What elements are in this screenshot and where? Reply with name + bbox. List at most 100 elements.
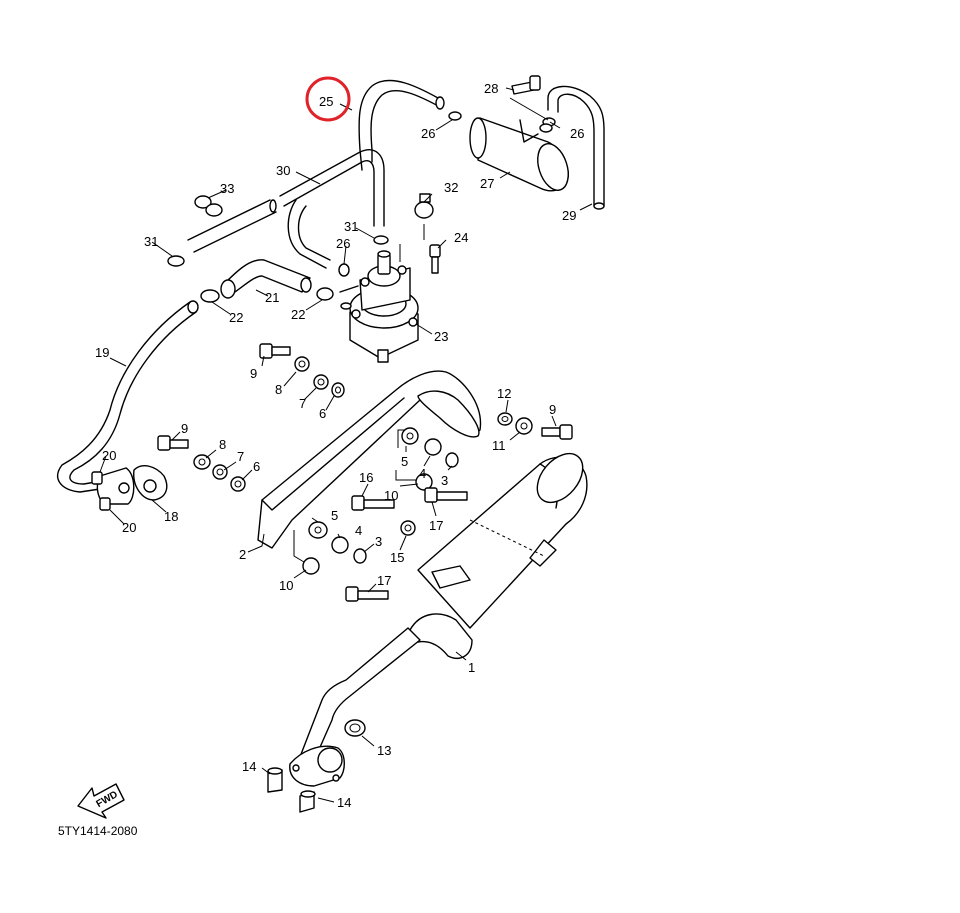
bolt-24 bbox=[429, 244, 441, 274]
callout-8-left: 8 bbox=[219, 437, 226, 452]
bolt-9-top bbox=[259, 343, 291, 359]
muffler-1 bbox=[289, 452, 588, 787]
callout-10-lower: 10 bbox=[279, 578, 293, 593]
clamp-31-valve bbox=[373, 235, 389, 245]
leader-lines bbox=[99, 87, 593, 803]
callout-33: 33 bbox=[220, 181, 234, 196]
callout-6-left: 6 bbox=[253, 459, 260, 474]
callout-9-top: 9 bbox=[250, 366, 257, 381]
collar-7-top bbox=[313, 374, 329, 390]
callout-18: 18 bbox=[164, 509, 178, 524]
callout-22-left: 22 bbox=[229, 310, 243, 325]
callout-9-right: 9 bbox=[549, 402, 556, 417]
damper-5-lower bbox=[308, 521, 328, 539]
callout-9-left: 9 bbox=[181, 421, 188, 436]
callout-16: 16 bbox=[359, 470, 373, 485]
clamp-32 bbox=[414, 193, 434, 219]
nut-10-lower bbox=[302, 557, 320, 575]
nut-14-left bbox=[267, 767, 283, 793]
washer-3-lower bbox=[353, 548, 367, 564]
nut-10-upper bbox=[415, 473, 433, 491]
bolt-17-upper bbox=[424, 487, 468, 503]
collar-7-left bbox=[212, 464, 228, 480]
damper-5-upper bbox=[401, 427, 419, 445]
clamp-22-left bbox=[200, 289, 220, 303]
hose-33 bbox=[187, 199, 277, 253]
gasket-13 bbox=[344, 719, 366, 737]
callout-4-lower: 4 bbox=[355, 523, 362, 538]
bolt-28 bbox=[511, 75, 541, 95]
callout-labels: 25 28 26 26 27 29 30 33 32 31 31 24 26 2… bbox=[95, 81, 584, 810]
collar-6-left bbox=[230, 476, 246, 492]
hose-30 bbox=[279, 149, 385, 269]
callout-15: 15 bbox=[390, 550, 404, 565]
collar-4-lower bbox=[331, 536, 349, 554]
callout-3-upper: 3 bbox=[441, 473, 448, 488]
highlight-ring bbox=[305, 76, 351, 122]
callout-27: 27 bbox=[480, 176, 494, 191]
callout-22-right: 22 bbox=[291, 307, 305, 322]
callout-14-right: 14 bbox=[337, 795, 351, 810]
mount-axis-line bbox=[469, 519, 545, 557]
callout-3-lower: 3 bbox=[375, 534, 382, 549]
clamp-31-left bbox=[167, 255, 185, 267]
fwd-arrow-icon: FWD bbox=[77, 783, 125, 819]
callout-21: 21 bbox=[265, 290, 279, 305]
callout-13: 13 bbox=[377, 743, 391, 758]
callout-6-top: 6 bbox=[319, 406, 326, 421]
callout-8-top: 8 bbox=[275, 382, 282, 397]
hose-29 bbox=[547, 85, 605, 210]
callout-20-upper: 20 bbox=[102, 448, 116, 463]
bolt-9-right bbox=[541, 424, 573, 440]
washer-12 bbox=[497, 412, 513, 426]
clamp-22-right bbox=[316, 287, 334, 301]
callout-20-lower: 20 bbox=[122, 520, 136, 535]
hose-25 bbox=[358, 79, 445, 171]
callout-11: 11 bbox=[492, 438, 506, 453]
air-valve-23 bbox=[339, 250, 419, 363]
callout-7-left: 7 bbox=[237, 449, 244, 464]
callout-26-right: 26 bbox=[570, 126, 584, 141]
callout-5-lower: 5 bbox=[331, 508, 338, 523]
callout-1: 1 bbox=[468, 660, 475, 675]
washer-15 bbox=[400, 520, 416, 536]
callout-25: 25 bbox=[319, 94, 333, 109]
gasket-18 bbox=[133, 465, 168, 501]
air-filter-27 bbox=[469, 117, 569, 192]
clamp-26-valve bbox=[338, 263, 350, 277]
bolt-16 bbox=[351, 495, 395, 511]
callout-23: 23 bbox=[434, 329, 448, 344]
callout-14-left: 14 bbox=[242, 759, 256, 774]
callout-12: 12 bbox=[497, 386, 511, 401]
hose-21 bbox=[220, 259, 312, 299]
callout-31-left: 31 bbox=[144, 234, 158, 249]
collar-4-upper bbox=[424, 438, 442, 456]
collar-8-left bbox=[193, 454, 211, 470]
diagram-code: 5TY1414-2080 bbox=[58, 824, 138, 838]
collar-6-top bbox=[331, 382, 345, 398]
callout-17-upper: 17 bbox=[429, 518, 443, 533]
callout-4-upper: 4 bbox=[419, 466, 426, 481]
callout-26-top: 26 bbox=[421, 126, 435, 141]
air-pipe-19 bbox=[57, 300, 199, 493]
callout-29: 29 bbox=[562, 208, 576, 223]
nut-14-right bbox=[299, 790, 316, 813]
flange-20 bbox=[91, 467, 135, 511]
callout-17-lower: 17 bbox=[377, 573, 391, 588]
clamp-26-top bbox=[448, 111, 556, 127]
bolt-17-lower bbox=[345, 586, 389, 602]
callout-31-right: 31 bbox=[344, 219, 358, 234]
callout-2: 2 bbox=[239, 547, 246, 562]
collar-8-top bbox=[294, 356, 310, 372]
washer-3-upper bbox=[445, 452, 459, 468]
callout-28: 28 bbox=[484, 81, 498, 96]
clamp-33 bbox=[194, 195, 223, 217]
collar-11 bbox=[515, 417, 533, 435]
callout-30: 30 bbox=[276, 163, 290, 178]
callout-7-top: 7 bbox=[299, 396, 306, 411]
callout-19: 19 bbox=[95, 345, 109, 360]
callout-26-valve: 26 bbox=[336, 236, 350, 251]
bolt-9-left bbox=[157, 435, 189, 451]
callout-10-upper: 10 bbox=[384, 488, 398, 503]
